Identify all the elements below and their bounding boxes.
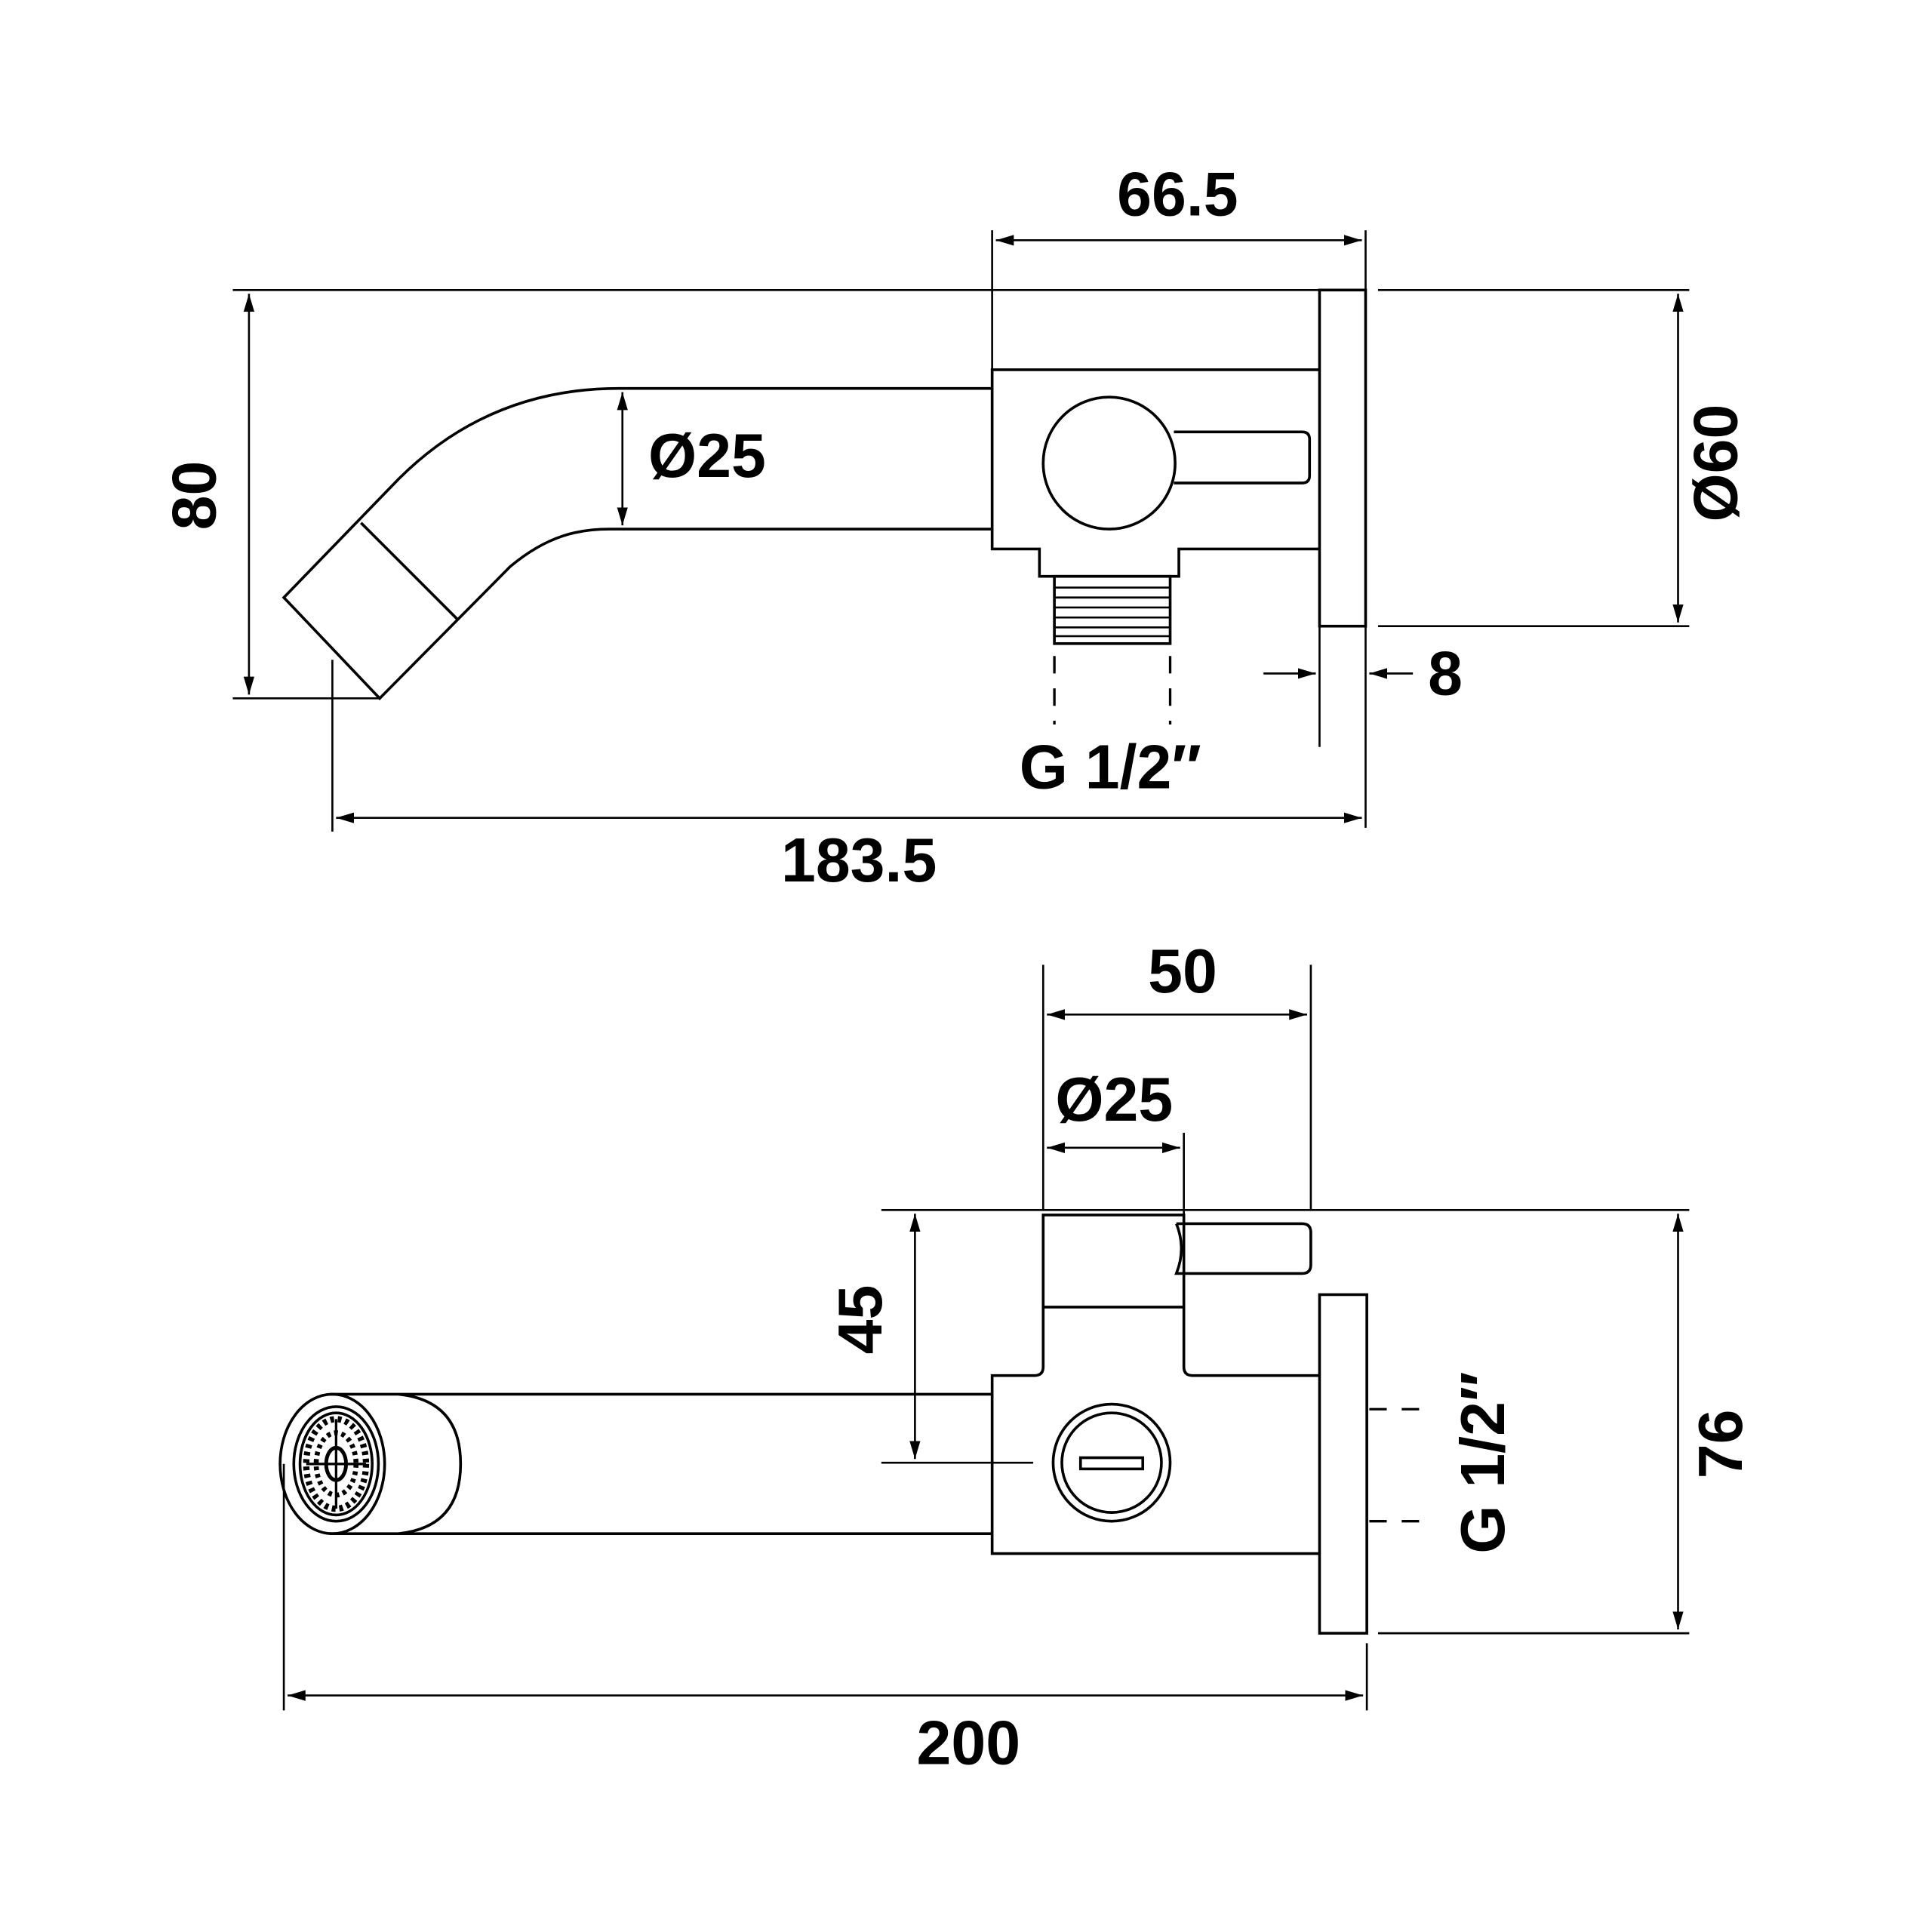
projection-label: 183.5 xyxy=(781,826,937,895)
width-label: 76 xyxy=(1686,1410,1755,1479)
wall-plate xyxy=(1318,1293,1368,1635)
handle-hub xyxy=(1041,395,1177,531)
slot-icon xyxy=(1078,1456,1145,1471)
body-depth-label: 66.5 xyxy=(1117,160,1238,229)
spout-outline xyxy=(330,1392,992,1535)
total-length-label: 200 xyxy=(916,1709,1020,1778)
diverter-knob-inner xyxy=(1060,1411,1163,1514)
aerator-rim xyxy=(278,1392,386,1535)
thread-lines xyxy=(1054,586,1171,638)
thread-label: G 1/2″ xyxy=(1020,732,1201,801)
aerator-ring xyxy=(292,1405,380,1523)
lever-handle xyxy=(1174,1222,1312,1275)
aerator-band xyxy=(360,521,458,620)
height-label: 80 xyxy=(160,461,229,531)
top-view: 50 Ø25 45 G 1/2″ xyxy=(278,937,1755,1778)
lever-offset-label: 45 xyxy=(826,1285,895,1355)
side-view: 80 Ø25 Ø60 66.5 8 xyxy=(160,160,1751,895)
valve-body xyxy=(990,368,1320,578)
thread-fitting xyxy=(1053,574,1172,645)
valve-body xyxy=(1182,1306,1320,1377)
plate-thickness-label: 8 xyxy=(1428,639,1463,709)
thread-label: G 1/2″ xyxy=(1448,1372,1518,1554)
diverter-knob xyxy=(1051,1402,1172,1523)
handle-diameter-label: Ø25 xyxy=(1055,1065,1173,1134)
lever-handle xyxy=(1174,430,1312,485)
spout-diameter-label: Ø25 xyxy=(648,421,766,491)
aerator-ring xyxy=(298,1411,374,1517)
valve-body xyxy=(990,1306,1320,1555)
aerator-mesh-icon xyxy=(303,1416,370,1512)
lever-length-label: 50 xyxy=(1148,937,1217,1006)
handle-cap xyxy=(1041,1214,1186,1309)
wall-plate xyxy=(1318,288,1367,628)
spout-outline xyxy=(281,386,992,700)
plate-diameter-label: Ø60 xyxy=(1681,405,1750,522)
